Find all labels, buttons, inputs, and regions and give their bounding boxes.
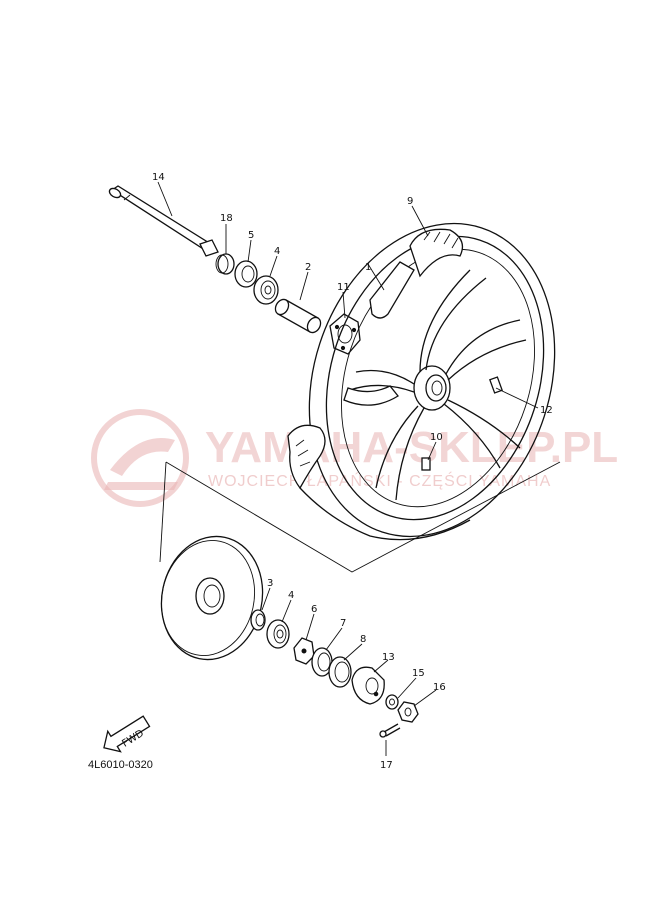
oil-seal-upper-part (234, 260, 258, 288)
tire-part (287, 228, 471, 541)
callout-10: 10 (430, 432, 443, 443)
callout-13: 13 (382, 652, 395, 663)
axle-nut-part (397, 701, 419, 723)
diagram-reference-code: 4L6010-0320 (88, 759, 153, 771)
callout-8: 8 (360, 634, 366, 645)
leader-lines (157, 181, 539, 756)
callout-11: 11 (337, 282, 350, 293)
callout-4-lower: 4 (288, 590, 294, 601)
washer-part (385, 694, 399, 710)
forward-direction-marker: FWD (103, 715, 151, 753)
callout-15: 15 (412, 668, 425, 679)
brake-disc-part (160, 535, 264, 661)
bearing-lower-part (266, 619, 290, 649)
spacer-part (274, 298, 322, 334)
callout-14: 14 (152, 172, 165, 183)
oil-seal-lower-part (250, 609, 266, 631)
callout-3: 3 (267, 578, 273, 589)
forward-arrow-icon (103, 715, 151, 753)
cotter-pin-part (379, 723, 401, 738)
callout-17: 17 (380, 760, 393, 771)
callout-12: 12 (540, 405, 553, 416)
oil-seal-8-part (328, 656, 352, 688)
callout-7: 7 (340, 618, 346, 629)
callout-9: 9 (407, 196, 413, 207)
collar-part (215, 253, 235, 275)
callout-2: 2 (305, 262, 311, 273)
gear-unit-drive-part (293, 637, 315, 665)
callout-6: 6 (311, 604, 317, 615)
bearing-upper-part (253, 275, 279, 305)
callout-labels: 14 18 5 4 2 1 9 11 12 10 3 4 6 7 8 13 15… (152, 172, 553, 771)
callout-18: 18 (220, 213, 233, 224)
axle-part (108, 185, 219, 257)
watermark: YAMAHA-SKLEP.PL WOJCIECH ŁAPAŃSKI - CZĘŚ… (91, 409, 618, 507)
spacer-flange-part (329, 313, 361, 355)
callout-1: 1 (365, 262, 371, 273)
watermark-brand: YAMAHA-SKLEP.PL (205, 423, 618, 472)
assembly-outline (159, 461, 561, 573)
callout-5-upper: 5 (248, 230, 254, 241)
callout-4-upper: 4 (274, 246, 280, 257)
inner-tube-part (343, 261, 415, 406)
watermark-logo-icon (91, 409, 189, 507)
callout-16: 16 (433, 682, 446, 693)
meter-gear-unit-part (351, 666, 385, 705)
